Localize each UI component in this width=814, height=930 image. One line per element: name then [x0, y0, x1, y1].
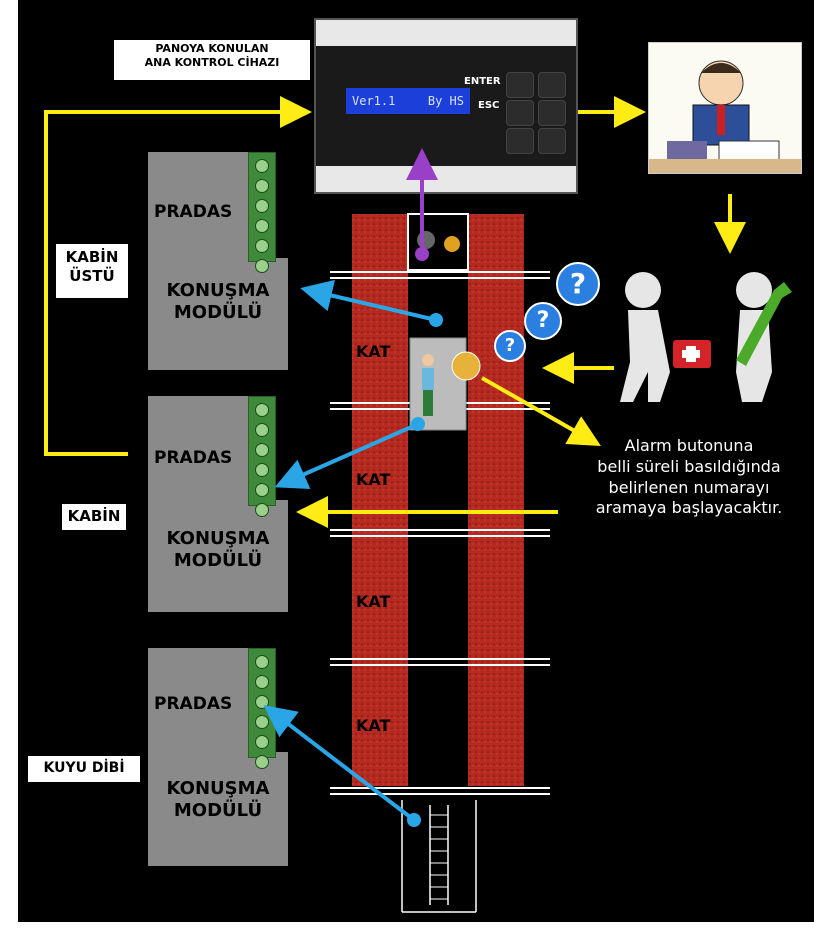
elevator-cabin	[409, 337, 467, 431]
ladder-rungs	[430, 814, 448, 900]
location-cabin: KABİN	[62, 504, 126, 530]
esc-label: ESC	[478, 100, 500, 111]
question-bubble: ?	[556, 262, 600, 306]
talk-module-cabin-top	[148, 152, 248, 272]
device-bottom-strip	[316, 166, 576, 192]
location-cabin-top: KABİN ÜSTÜ	[56, 244, 128, 298]
question-bubble: ?	[494, 330, 526, 362]
terminal-block	[248, 152, 276, 273]
right-button[interactable]	[538, 128, 566, 154]
floor-label: KAT	[356, 470, 391, 489]
floor-label: KAT	[356, 342, 391, 361]
technician-illustration	[578, 262, 798, 412]
talk-module-pit-lower	[148, 752, 288, 866]
alarm-button-icon	[451, 351, 481, 381]
module-name: KONUŞMA MODÜLÜ	[166, 280, 270, 323]
talk-module-cabin-top-lower	[148, 258, 288, 370]
pit-ladder	[401, 800, 477, 913]
terminal-block	[248, 396, 276, 517]
shaft-wall-right	[468, 214, 524, 786]
brand-label: PRADAS	[154, 448, 233, 468]
module-name: KONUŞMA MODÜLÜ	[166, 778, 270, 821]
enter-button[interactable]	[506, 72, 534, 98]
main-control-device: Ver1.1 By HS ENTER ESC	[314, 18, 578, 194]
up-button[interactable]	[538, 72, 566, 98]
diagram-canvas: KAT KAT KAT KAT PANOYA KONULAN ANA KONTR…	[18, 0, 814, 922]
arrow-module-to-device	[44, 96, 312, 456]
connection-arrows	[44, 96, 746, 827]
lcd-author: By HS	[427, 94, 464, 108]
lcd-version: Ver1.1	[352, 94, 396, 108]
arrow-cabin-top-link	[300, 279, 437, 322]
device-caption: PANOYA KONULAN ANA KONTROL CİHAZI	[114, 40, 310, 80]
down-button[interactable]	[538, 100, 566, 126]
device-top-strip	[316, 20, 576, 46]
arrow-pit-link	[263, 705, 416, 822]
esc-button[interactable]	[506, 100, 534, 126]
floor-label: KAT	[356, 716, 391, 735]
enter-label: ENTER	[464, 76, 501, 87]
brand-label: PRADAS	[154, 694, 233, 714]
alarm-callout-text: Alarm butonuna belli süreli basıldığında…	[595, 436, 783, 518]
device-lcd: Ver1.1 By HS	[346, 88, 470, 114]
module-name: KONUŞMA MODÜLÜ	[166, 528, 270, 571]
talk-module-cabin	[148, 396, 248, 508]
arrow-cabin-link	[274, 422, 419, 489]
talk-module-pit	[148, 648, 248, 758]
floor-label: KAT	[356, 592, 391, 611]
brand-label: PRADAS	[154, 202, 233, 222]
operator-phone-illustration	[648, 42, 802, 174]
talk-module-cabin-lower	[148, 500, 288, 612]
location-pit: KUYU DİBİ	[28, 756, 140, 782]
left-button[interactable]	[506, 128, 534, 154]
arrow-alarm-to-callout	[481, 376, 601, 446]
question-bubble: ?	[524, 302, 562, 340]
